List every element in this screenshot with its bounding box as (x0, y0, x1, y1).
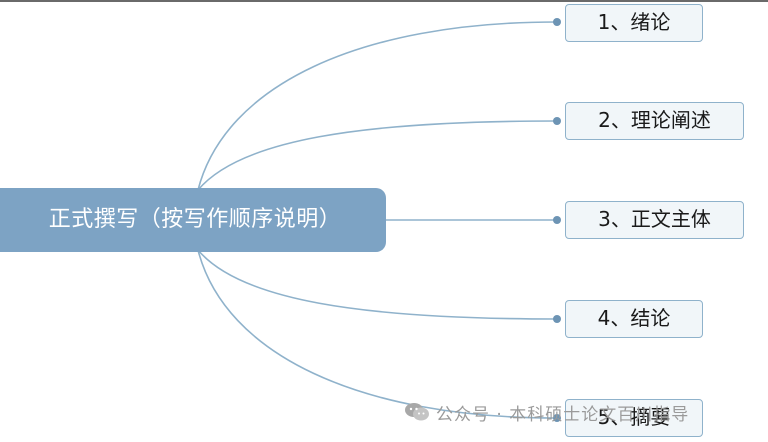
child-topic-2[interactable]: 2、理论阐述 (565, 102, 744, 140)
connector-dot-3 (553, 216, 561, 224)
watermark: 公众号 · 本科硕士论文百川指导 (404, 398, 689, 426)
watermark-text: 公众号 · 本科硕士论文百川指导 (436, 404, 690, 425)
root-topic[interactable]: 正式撰写（按写作顺序说明） (0, 188, 386, 252)
connector-dot-5 (553, 414, 561, 422)
top-divider (0, 0, 768, 2)
connector-dot-1 (553, 18, 561, 26)
child-topic-5[interactable]: 5、摘要 (565, 399, 703, 437)
child-topic-3[interactable]: 3、正文主体 (565, 201, 744, 239)
connector-dot-4 (553, 315, 561, 323)
child-topic-4[interactable]: 4、结论 (565, 300, 703, 338)
connector-2 (197, 120, 557, 191)
child-topic-1[interactable]: 1、绪论 (565, 4, 703, 42)
connector-5 (197, 249, 557, 419)
wechat-icon (405, 403, 429, 421)
connector-dot-2 (553, 117, 561, 125)
connector-1 (197, 21, 557, 191)
connector-4 (197, 249, 557, 320)
